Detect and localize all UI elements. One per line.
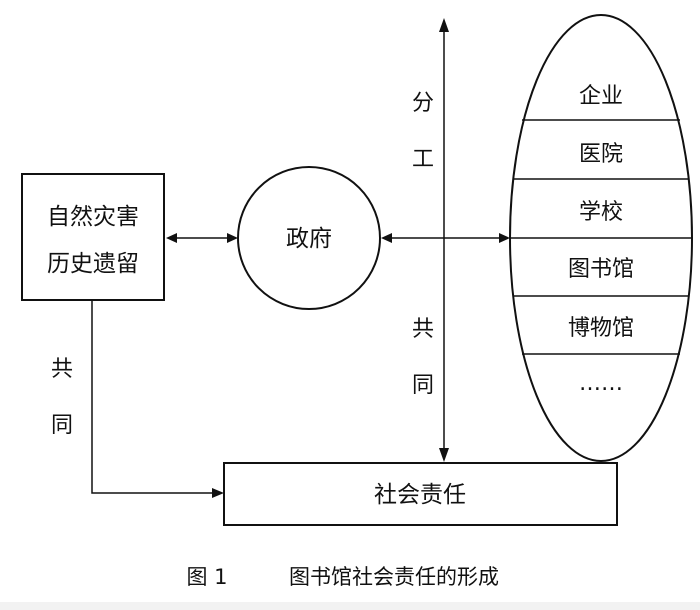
government-institutions-arrow (381, 233, 510, 243)
together-axis-label-2: 同 (412, 373, 434, 398)
government-node: 政府 (237, 166, 381, 310)
disaster-label: 自然灾害 (47, 204, 139, 230)
division-label-1: 分 (412, 91, 434, 116)
together-axis-label-1: 共 (412, 317, 434, 342)
institution-museum: 博物馆 (568, 316, 634, 341)
legacy-label: 历史遗留 (47, 251, 139, 277)
institution-enterprise: 企业 (579, 84, 623, 109)
social-responsibility-label: 社会责任 (374, 482, 466, 508)
disaster-legacy-node: 自然灾害 历史遗留 (21, 173, 165, 301)
box-to-responsibility-connector (91, 301, 224, 498)
box-government-arrow (166, 233, 238, 243)
bottom-band (0, 602, 700, 610)
together-left-label-2: 同 (51, 413, 73, 438)
institutions-node: 企业 医院 学校 图书馆 博物馆 …… (509, 14, 693, 462)
disaster-legacy-box (21, 173, 165, 301)
together-left-label-1: 共 (51, 357, 73, 382)
arrowhead-left (381, 233, 392, 243)
institution-hospital: 医院 (579, 142, 623, 167)
arrowhead-right (227, 233, 238, 243)
arrowhead-down (439, 448, 449, 462)
institution-ellipsis: …… (579, 371, 623, 396)
arrowhead-right (212, 488, 224, 498)
arrowhead-up (439, 18, 449, 32)
social-responsibility-node: 社会责任 (223, 462, 618, 526)
caption-number: 图 1 (186, 565, 227, 589)
figure-caption: 图 1 图书馆社会责任的形成 (186, 565, 499, 589)
vertical-axis-arrow (439, 18, 449, 462)
institution-school: 学校 (579, 200, 623, 225)
caption-text: 图书馆社会责任的形成 (289, 565, 499, 589)
institution-library: 图书馆 (568, 257, 634, 282)
government-label: 政府 (286, 226, 332, 252)
social-responsibility-box (223, 462, 618, 526)
arrowhead-right (499, 233, 510, 243)
division-label-2: 工 (412, 147, 434, 172)
arrowhead-left (166, 233, 177, 243)
